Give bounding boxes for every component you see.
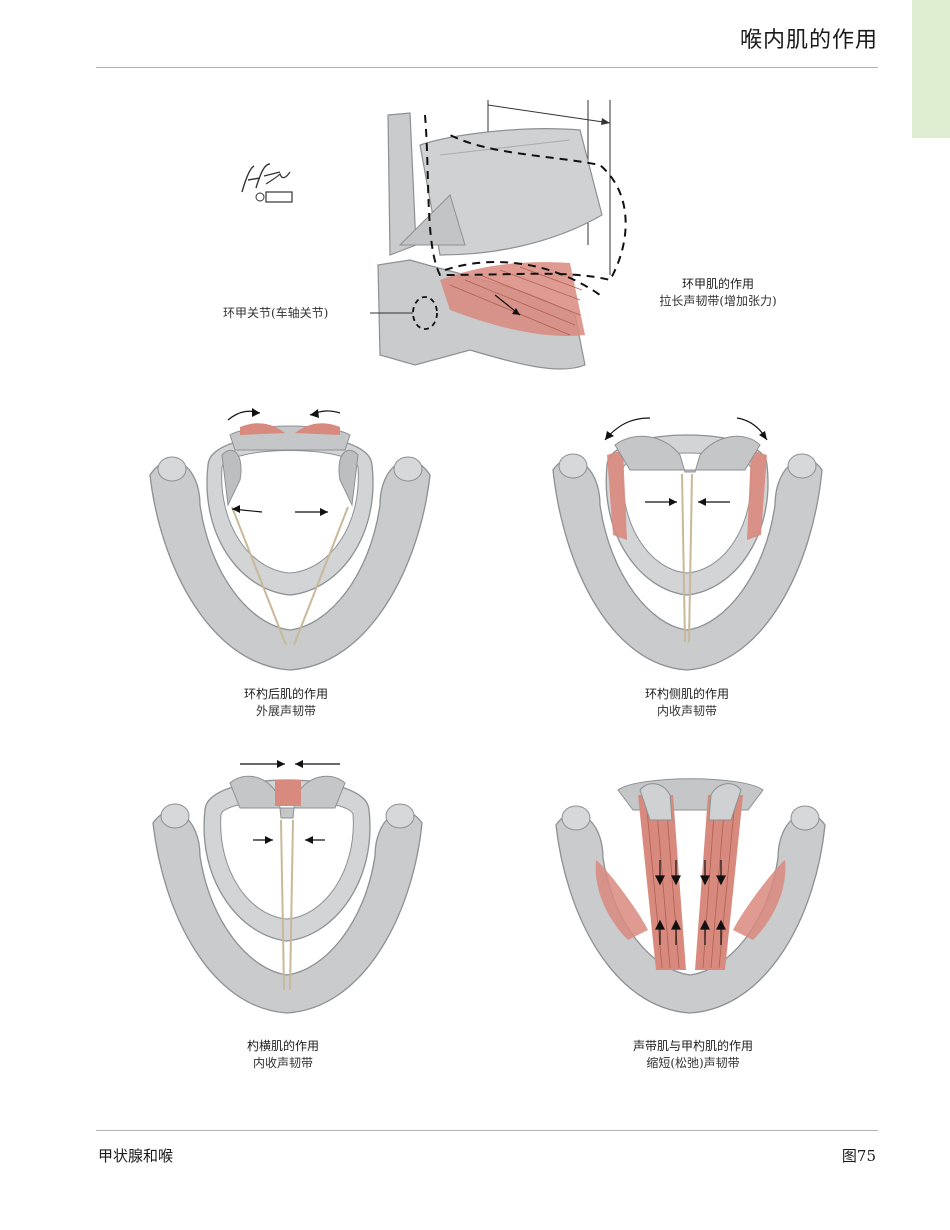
caption-cricothyroid: 环甲肌的作用 拉长声韧带(增加张力) [598,276,838,310]
caption-subtitle: 内收声韧带 [656,704,717,718]
caption-posterior-cricoarytenoid: 环杓后肌的作用 外展声韧带 [166,686,406,720]
netter-signature-logo [241,163,293,203]
caption-title: 环甲肌的作用 [681,277,754,291]
caption-title: 环杓侧肌的作用 [644,687,729,701]
caption-subtitle: 拉长声韧带(增加张力) [659,294,777,308]
footer-rule [96,1130,878,1131]
vocalis-thyroarytenoid-figure [555,778,826,1014]
transverse-arytenoid-figure [152,760,423,1014]
caption-subtitle: 内收声韧带 [252,1056,313,1070]
cricothyroid-joint-label: 环甲关节(车轴关节) [223,306,329,320]
cricothyroid-lateral-figure [370,100,627,370]
caption-title: 环杓后肌的作用 [243,687,328,701]
caption-title: 声带肌与甲杓肌的作用 [632,1039,753,1053]
chapter-tab [912,0,950,138]
lateral-cricoarytenoid-figure [552,417,823,671]
footer-section-title: 甲状腺和喉 [98,1147,174,1165]
page-title: 喉内肌的作用 [739,28,878,53]
posterior-cricoarytenoid-figure [149,408,431,671]
caption-vocalis-thyroarytenoid: 声带肌与甲杓肌的作用 缩短(松弛)声韧带 [573,1038,813,1072]
caption-title: 杓横肌的作用 [246,1039,319,1053]
caption-subtitle: 缩短(松弛)声韧带 [646,1056,740,1070]
caption-subtitle: 外展声韧带 [255,704,316,718]
caption-lateral-cricoarytenoid: 环杓侧肌的作用 内收声韧带 [567,686,807,720]
footer-figure-number: 图75 [841,1147,876,1165]
caption-transverse-arytenoid: 杓横肌的作用 内收声韧带 [163,1038,403,1072]
header-rule [96,67,878,68]
